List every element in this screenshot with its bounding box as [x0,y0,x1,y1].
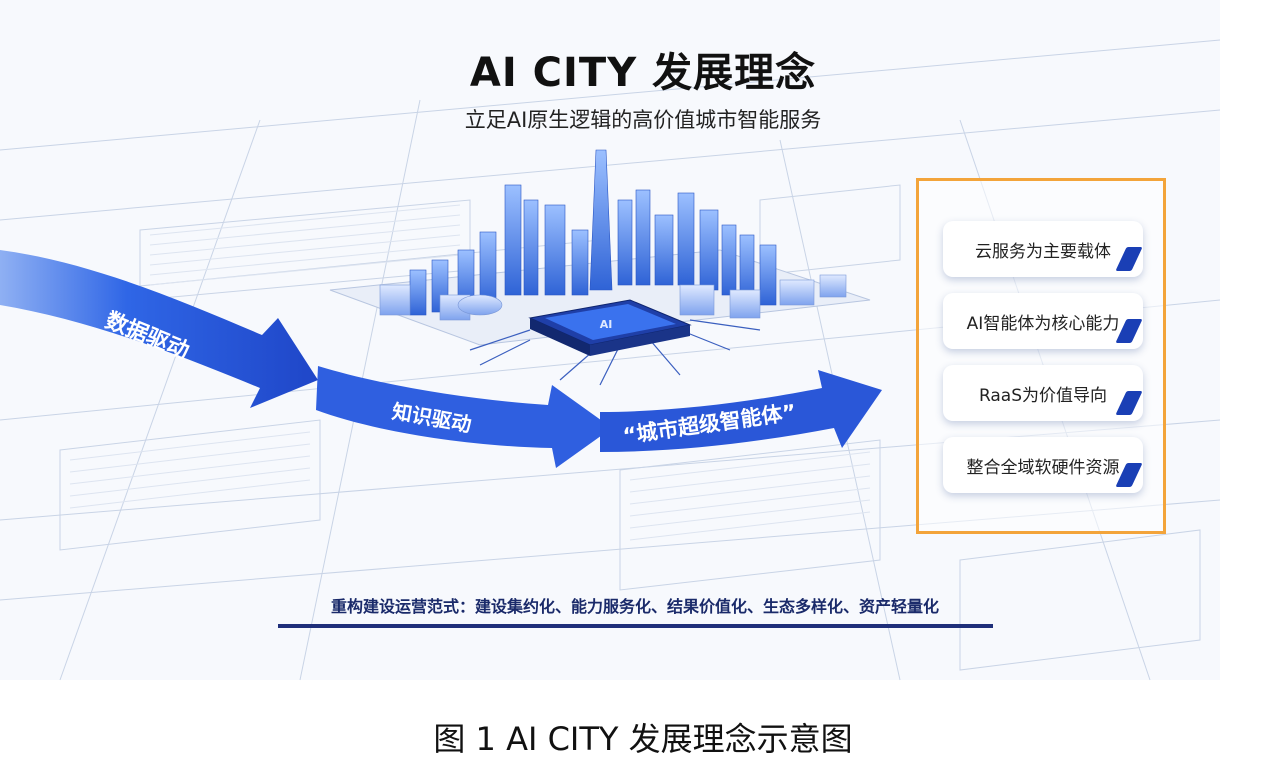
ai-chip [528,299,692,356]
principle-label: 整合全域软硬件资源 [966,457,1120,478]
paradigm-statement: 重构建设运营范式：建设集约化、能力服务化、结果价值化、生态多样化、资产轻量化 [330,597,939,616]
principle-card: 整合全域软硬件资源 [943,437,1143,493]
page-subtitle: 立足AI原生逻辑的高价值城市智能服务 [464,108,822,132]
card-accent-icon [1115,247,1143,271]
arrow-knowledge-driven [316,366,612,468]
principle-label: 云服务为主要载体 [975,241,1111,262]
arrow-super-agent [600,370,882,452]
page-title: AI CITY 发展理念 [469,50,817,96]
blueprint-hatching [69,204,871,541]
principle-label: RaaS为价值导向 [978,385,1108,406]
city-illustration [329,149,871,386]
principle-card: 云服务为主要载体 [943,221,1143,277]
principle-label: AI智能体为核心能力 [966,313,1120,334]
figure-caption: 图 1 AI CITY 发展理念示意图 [433,720,853,758]
paradigm-underline [278,624,993,628]
arrow-data-driven [0,250,318,408]
principle-card: AI智能体为核心能力 [943,293,1143,349]
card-accent-icon [1115,391,1143,415]
card-accent-icon [1115,319,1143,343]
principle-card: RaaS为价值导向 [943,365,1143,421]
chip-label: AI [600,318,613,331]
principles-panel: 云服务为主要载体 AI智能体为核心能力 RaaS为价值导向 整合全域软硬件资源 [916,178,1166,534]
flow-arrows [0,250,882,468]
